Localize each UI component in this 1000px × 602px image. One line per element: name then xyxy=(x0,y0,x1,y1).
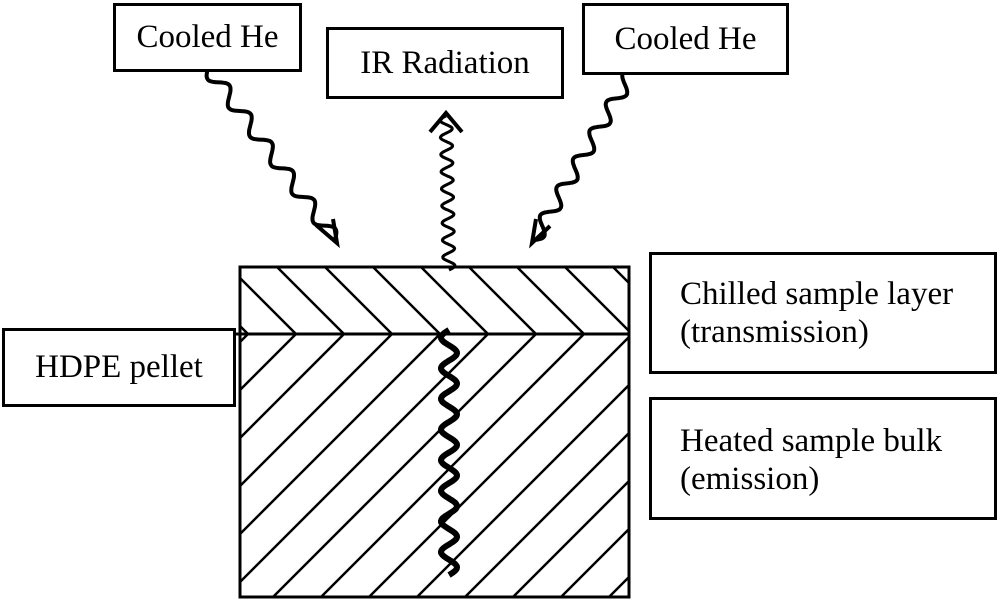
chilled-hatch-line xyxy=(240,324,249,334)
heated-hatch-line xyxy=(240,334,297,392)
wavy-arrow-icon xyxy=(438,114,457,272)
hdpe-pellet-label: HDPE pellet xyxy=(2,328,236,407)
chilled-layer-hatching xyxy=(133,267,629,334)
cooled-he-right-label: Cooled He xyxy=(582,3,789,75)
emission-wave xyxy=(437,327,461,578)
heated-hatch-line xyxy=(560,527,629,598)
heated-hatch-line xyxy=(464,431,629,598)
chilled-hatch-line xyxy=(276,267,345,334)
chilled-hatch-line xyxy=(324,267,393,334)
ir-radiation-label: IR Radiation xyxy=(326,27,564,99)
wavy-arrow-icon xyxy=(533,68,634,242)
heated-hatch-line xyxy=(368,335,629,598)
heated-hatch-line xyxy=(240,334,489,584)
chilled-hatch-line xyxy=(240,276,297,334)
pellet-outline xyxy=(238,265,631,599)
arrowhead-left xyxy=(314,218,340,249)
chilled-hatch-line xyxy=(516,267,585,334)
chilled-layer-label: Chilled sample layer (transmission) xyxy=(649,252,997,374)
arrowhead-up xyxy=(428,109,464,134)
heated-hatch-line xyxy=(320,334,585,598)
ir-radiation-text: IR Radiation xyxy=(360,45,530,81)
chilled-hatch-line xyxy=(468,267,537,334)
chilled-line1: Chilled sample layer xyxy=(680,276,954,312)
chilled-hatch-line xyxy=(564,267,629,333)
hdpe-pellet-text: HDPE pellet xyxy=(35,349,203,385)
heated-bulk-hatching xyxy=(240,334,629,598)
heated-hatch-line xyxy=(240,334,441,536)
heated-hatch-line xyxy=(272,334,537,598)
wavy-arrow-icon xyxy=(204,67,339,241)
chilled-hatch-line xyxy=(420,267,489,334)
cooled-he-right-text: Cooled He xyxy=(614,21,757,57)
heated-line1: Heated sample bulk xyxy=(680,423,943,459)
arrowhead-right xyxy=(529,218,552,249)
cooled-he-left-label: Cooled He xyxy=(113,3,302,72)
heated-bulk-label: Heated sample bulk (emission) xyxy=(649,397,997,520)
chilled-hatch-line xyxy=(372,267,441,334)
heated-hatch-line xyxy=(416,383,629,598)
heated-hatch-line xyxy=(240,334,345,440)
chilled-hatch-line xyxy=(612,267,629,285)
heated-hatch-line xyxy=(240,334,393,488)
cooled-he-left-text: Cooled He xyxy=(136,19,279,55)
heated-hatch-line xyxy=(512,479,629,598)
heated-line2: (emission) xyxy=(680,461,820,497)
chilled-line2: (transmission) xyxy=(680,314,869,350)
chilled-hatch-line xyxy=(133,267,200,334)
